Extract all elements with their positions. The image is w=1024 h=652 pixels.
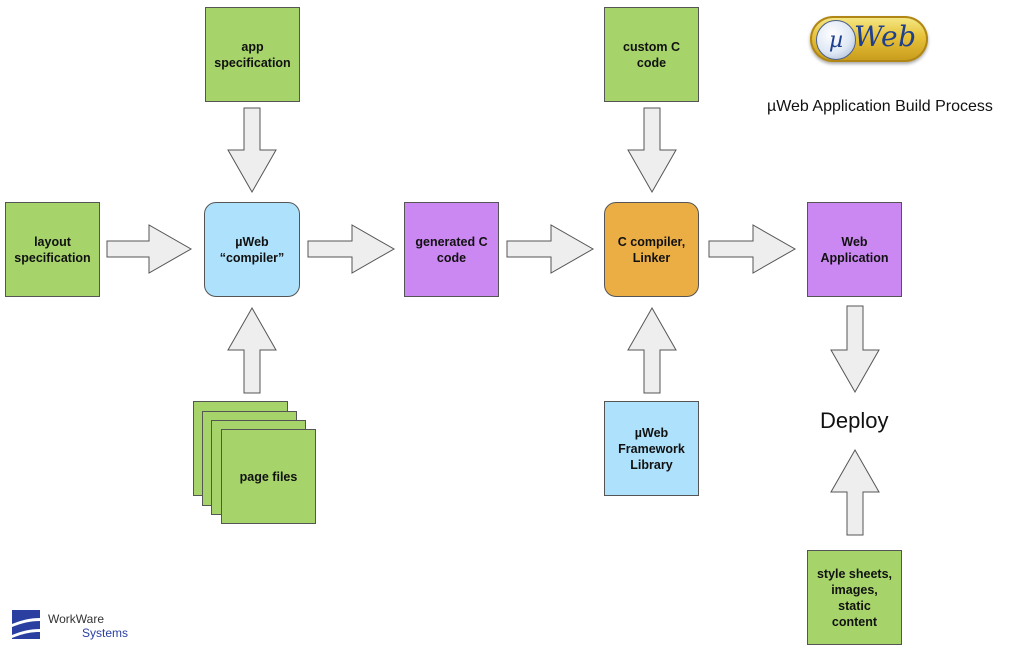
- node-c-compiler-linker: C compiler, Linker: [604, 202, 699, 297]
- node-app-specification: app specification: [205, 7, 300, 102]
- arrow-style-sheets-to-deploy: [830, 448, 880, 536]
- node-web-application: Web Application: [807, 202, 902, 297]
- arrow-framework-to-c-compiler: [627, 306, 677, 394]
- workware-logo-icon: [12, 610, 40, 639]
- arrow-c-compiler-to-web-app: [708, 224, 797, 274]
- logo-mu-icon: µ: [816, 20, 856, 60]
- uweb-logo: µ Web: [810, 16, 928, 62]
- arrow-app-spec-to-compiler: [227, 107, 277, 194]
- arrow-layout-spec-to-compiler: [106, 224, 193, 274]
- company-name-line1: WorkWare: [48, 612, 105, 626]
- arrow-page-files-to-compiler: [227, 306, 277, 394]
- node-style-sheets: style sheets, images, static content: [807, 550, 902, 645]
- logo-word: Web: [854, 20, 917, 53]
- node-layout-specification: layout specification: [5, 202, 100, 297]
- arrow-generated-c-to-c-compiler: [506, 224, 595, 274]
- node-page-files: page files: [221, 429, 316, 524]
- node-custom-c-code: custom C code: [604, 7, 699, 102]
- company-name-line2: Systems: [82, 626, 129, 640]
- arrow-custom-c-to-c-compiler: [627, 107, 677, 194]
- node-uweb-framework-library: µWeb Framework Library: [604, 401, 699, 496]
- diagram-title: µWeb Application Build Process: [767, 98, 993, 115]
- node-generated-c-code: generated C code: [404, 202, 499, 297]
- node-uweb-compiler: µWeb “compiler”: [204, 202, 300, 297]
- logo-mu: µ: [828, 27, 844, 53]
- node-deploy: Deploy: [820, 408, 889, 433]
- arrow-web-app-to-deploy: [830, 305, 880, 394]
- arrow-compiler-to-generated-c: [307, 224, 396, 274]
